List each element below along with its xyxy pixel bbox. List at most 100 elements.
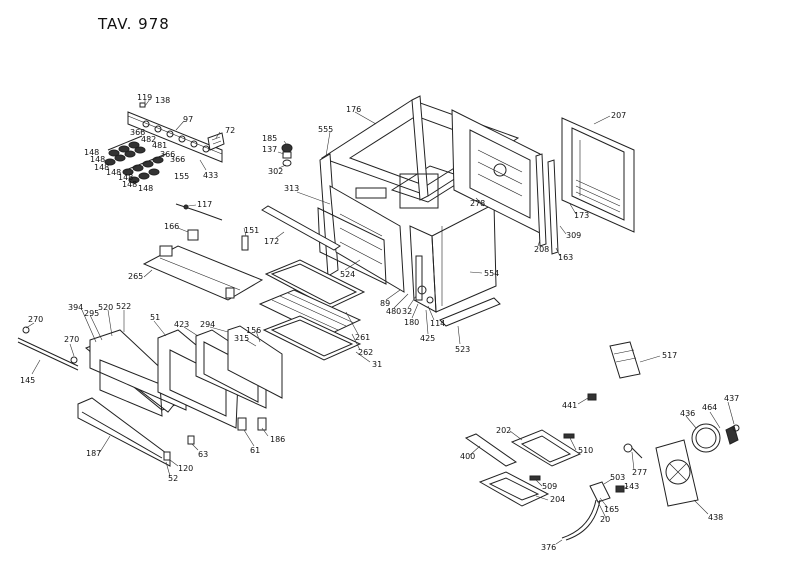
label-176: 176 xyxy=(346,105,361,114)
leader-lines xyxy=(25,98,735,545)
label-151: 151 xyxy=(244,226,259,235)
label-204: 204 xyxy=(550,495,565,504)
burner-tube xyxy=(187,229,249,251)
power-cable xyxy=(561,499,601,541)
label-433: 433 xyxy=(203,171,218,180)
label-72: 72 xyxy=(225,126,235,135)
plate-202 xyxy=(510,429,582,467)
thermostat-knob xyxy=(281,143,293,167)
label-137: 137 xyxy=(262,145,277,154)
label-145: 145 xyxy=(20,376,35,385)
label-423: 423 xyxy=(174,320,189,329)
label-482: 482 xyxy=(141,135,156,144)
label-207: 207 xyxy=(611,111,626,120)
label-517: 517 xyxy=(662,351,677,360)
storage-drawer xyxy=(77,397,171,467)
rear-grille xyxy=(561,117,635,233)
table-title: TAV. 978 xyxy=(97,15,170,33)
label-172: 172 xyxy=(264,237,279,246)
fan-guard xyxy=(655,439,699,507)
inner-glass-pane xyxy=(227,325,283,399)
label-187: 187 xyxy=(86,449,101,458)
label-97: 97 xyxy=(183,115,193,124)
label-522: 522 xyxy=(116,302,131,311)
label-555: 555 xyxy=(318,125,333,134)
label-270-a: 270 xyxy=(28,315,43,324)
label-138: 138 xyxy=(155,96,170,105)
label-119: 119 xyxy=(137,93,152,102)
label-438: 438 xyxy=(708,513,723,522)
bottom-burner-plate xyxy=(142,245,264,301)
label-51: 51 xyxy=(150,313,160,322)
label-163: 163 xyxy=(558,253,573,262)
label-148-d: 148 xyxy=(106,168,121,177)
label-425: 425 xyxy=(420,334,435,343)
label-61: 61 xyxy=(250,446,260,455)
label-394: 394 xyxy=(68,303,83,312)
label-295: 295 xyxy=(84,309,99,318)
label-208: 208 xyxy=(534,245,549,254)
dripping-pan xyxy=(262,315,362,361)
label-480: 480 xyxy=(386,307,401,316)
label-523: 523 xyxy=(455,345,470,354)
fan-motor xyxy=(691,423,740,453)
label-148-e: 148 xyxy=(118,173,133,182)
label-294: 294 xyxy=(200,320,215,329)
label-120: 120 xyxy=(178,464,193,473)
label-148-f: 148 xyxy=(122,180,137,189)
label-436: 436 xyxy=(680,409,695,418)
small-components xyxy=(529,433,643,503)
label-503: 503 xyxy=(610,473,625,482)
label-52: 52 xyxy=(168,474,178,483)
label-202: 202 xyxy=(496,426,511,435)
plate-204 xyxy=(478,471,550,507)
gas-valves xyxy=(104,135,167,184)
label-481: 481 xyxy=(152,141,167,150)
label-265: 265 xyxy=(128,272,143,281)
label-464: 464 xyxy=(702,403,717,412)
label-143: 143 xyxy=(624,482,639,491)
label-173: 173 xyxy=(574,211,589,220)
clip-441 xyxy=(587,393,597,401)
label-376: 376 xyxy=(541,543,556,552)
label-148-g: 148 xyxy=(138,184,153,193)
label-509: 509 xyxy=(542,482,557,491)
label-261: 261 xyxy=(355,333,370,342)
label-366-c: 366 xyxy=(170,155,185,164)
label-31: 31 xyxy=(372,360,382,369)
label-148-b: 148 xyxy=(90,155,105,164)
label-148-c: 148 xyxy=(94,163,109,172)
label-309: 309 xyxy=(566,231,581,240)
frame-strips xyxy=(535,153,559,255)
label-520: 520 xyxy=(98,303,113,312)
label-155: 155 xyxy=(174,172,189,181)
label-186: 186 xyxy=(270,435,285,444)
label-400: 400 xyxy=(460,452,475,461)
shelf-rail xyxy=(261,205,341,251)
label-180: 180 xyxy=(404,318,419,327)
label-524: 524 xyxy=(340,270,355,279)
label-277: 277 xyxy=(632,468,647,477)
control-panel xyxy=(127,102,223,163)
label-302: 302 xyxy=(268,167,283,176)
label-32: 32 xyxy=(402,307,412,316)
label-148-a: 148 xyxy=(84,148,99,157)
label-156: 156 xyxy=(246,326,261,335)
label-554: 554 xyxy=(484,269,499,278)
strip-400 xyxy=(464,433,518,467)
label-20: 20 xyxy=(600,515,610,524)
label-510: 510 xyxy=(578,446,593,455)
label-441: 441 xyxy=(562,401,577,410)
switch-block xyxy=(207,132,225,151)
connector-517 xyxy=(609,341,641,379)
label-313: 313 xyxy=(284,184,299,193)
label-278: 278 xyxy=(470,199,485,208)
label-166: 166 xyxy=(164,222,179,231)
igniter-cable xyxy=(175,203,223,221)
label-437: 437 xyxy=(724,394,739,403)
label-366-a: 366 xyxy=(130,128,145,137)
label-165: 165 xyxy=(604,505,619,514)
label-117: 117 xyxy=(197,200,212,209)
label-89: 89 xyxy=(380,299,390,308)
part-labels: 119 138 97 72 366 482 481 366 366 148 14… xyxy=(20,93,739,552)
